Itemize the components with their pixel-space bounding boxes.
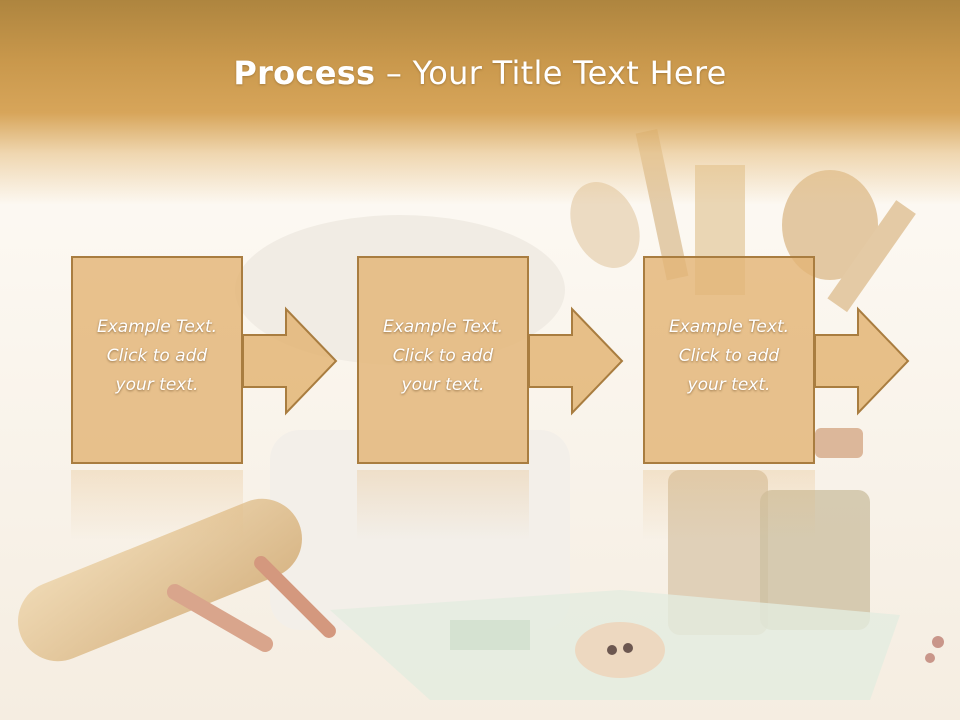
title-rest-part: – Your Title Text Here <box>375 54 727 92</box>
header-band <box>0 0 960 205</box>
arrow-right-icon <box>242 306 338 416</box>
title-bold-part: Process <box>233 54 376 92</box>
step-3-reflection <box>643 470 815 540</box>
slide-title[interactable]: Process – Your Title Text Here <box>0 54 960 92</box>
arrow-right-icon <box>528 306 624 416</box>
process-step-2[interactable]: Example Text. Click to add your text. <box>357 256 529 464</box>
step-1-reflection <box>71 470 243 540</box>
step-2-reflection <box>357 470 529 540</box>
process-step-1[interactable]: Example Text. Click to add your text. <box>71 256 243 464</box>
arrow-right-icon <box>814 306 910 416</box>
step-2-text[interactable]: Example Text. Click to add your text. <box>382 317 504 395</box>
process-step-3[interactable]: Example Text. Click to add your text. <box>643 256 815 464</box>
step-3-text[interactable]: Example Text. Click to add your text. <box>668 317 790 395</box>
step-1-text[interactable]: Example Text. Click to add your text. <box>96 317 218 395</box>
